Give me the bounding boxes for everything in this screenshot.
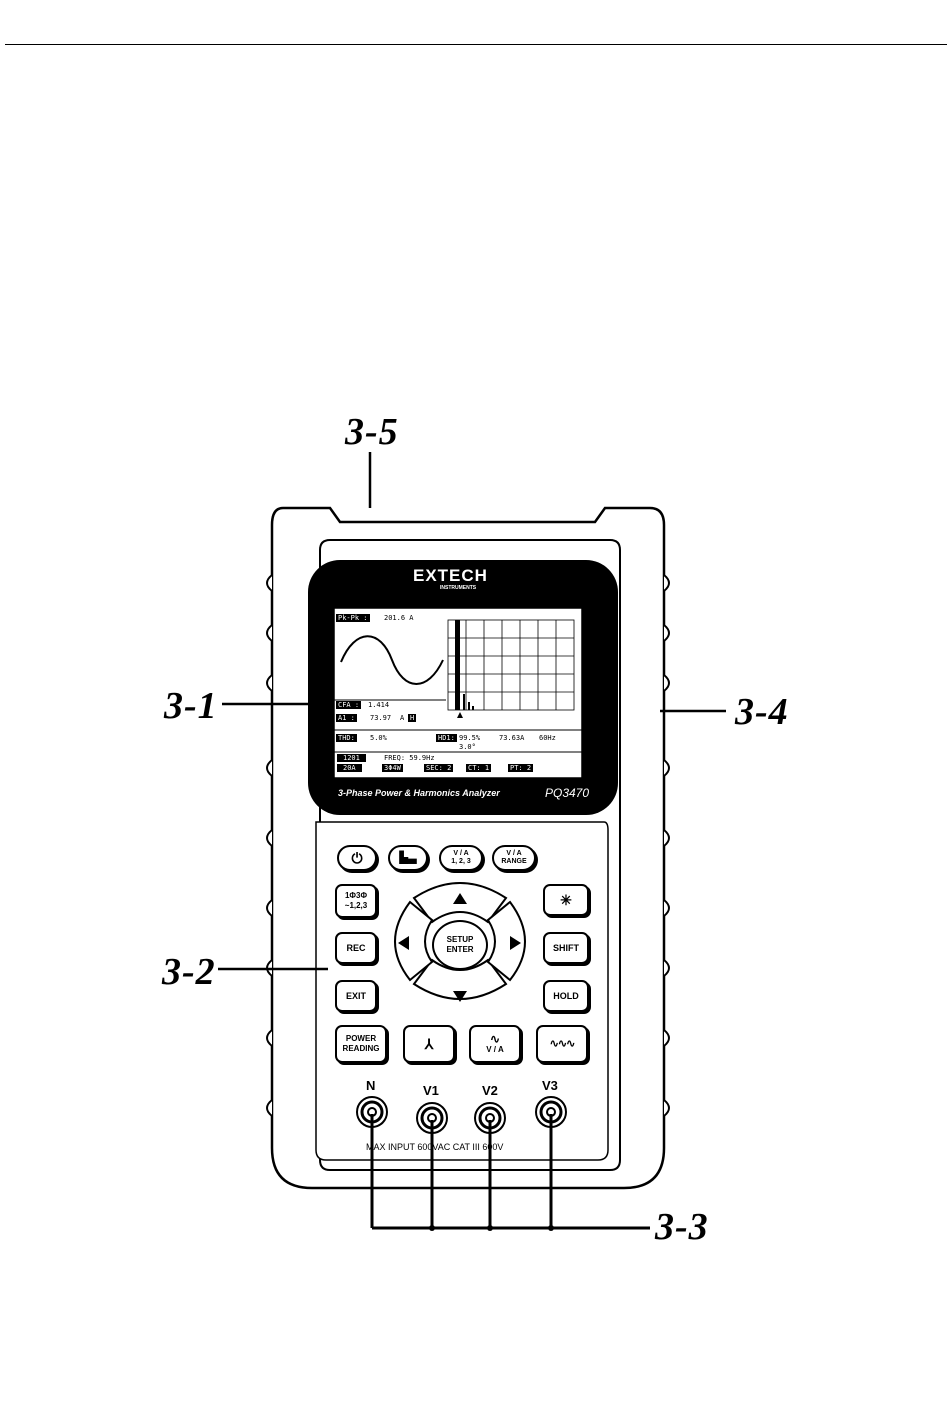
lcd-pkpk-label: Pk-Pk : bbox=[336, 614, 370, 622]
right-arrow-button[interactable] bbox=[492, 918, 528, 968]
backlight-button[interactable]: ✳ bbox=[543, 884, 589, 916]
left-arrow-button[interactable] bbox=[392, 918, 428, 968]
va-wave-button[interactable]: ∿ V / A bbox=[469, 1025, 521, 1063]
hold-button[interactable]: HOLD bbox=[543, 980, 589, 1012]
waveform-button[interactable]: ∿∿∿ bbox=[536, 1025, 588, 1063]
brand-logo: EXTECH bbox=[413, 566, 488, 585]
callout-3-3: 3-3 bbox=[655, 1206, 709, 1248]
rec-button[interactable]: REC bbox=[335, 932, 377, 964]
lcd-status-wiring: 3Φ4W bbox=[382, 764, 403, 772]
lcd-status-time: 1201 bbox=[337, 754, 366, 763]
exit-button[interactable]: EXIT bbox=[335, 980, 377, 1012]
phasor-icon: ⅄ bbox=[424, 1036, 434, 1052]
lcd-cfa-value: 1.414 bbox=[368, 701, 390, 709]
backlight-icon: ✳ bbox=[560, 892, 572, 908]
phase-select-button[interactable]: 1Φ3Φ ~1,2,3 bbox=[335, 884, 377, 918]
lcd-a1-value: 73.97 bbox=[370, 714, 392, 722]
va-123-button[interactable]: V / A 1, 2, 3 bbox=[439, 845, 483, 871]
lcd-thd-label: THD: bbox=[336, 734, 357, 742]
power-icon: ⏻ bbox=[351, 850, 363, 866]
lcd-hold-flag: H bbox=[408, 714, 417, 722]
lcd-hd1-pct: 99.5% bbox=[459, 734, 481, 742]
product-name: 3-Phase Power & Harmonics Analyzer bbox=[338, 788, 500, 798]
va-range-button[interactable]: V / A RANGE bbox=[492, 845, 536, 871]
callout-3-4: 3-4 bbox=[735, 691, 789, 733]
jack-label-n: N bbox=[366, 1078, 376, 1093]
jack-label-v3: V3 bbox=[542, 1078, 558, 1093]
harmonics-button[interactable]: ▙▃ bbox=[388, 845, 428, 871]
power-reading-button[interactable]: POWER READING bbox=[335, 1025, 387, 1063]
lcd-status-range: 20A bbox=[337, 764, 362, 773]
jack-label-v2: V2 bbox=[482, 1083, 498, 1098]
lcd-status-pt: PT: 2 bbox=[508, 764, 534, 772]
jack-label-v1: V1 bbox=[423, 1083, 439, 1098]
waveform-icon: ∿∿∿ bbox=[549, 1038, 576, 1050]
lcd-hd1-amps: 73.63A bbox=[499, 734, 525, 742]
callout-3-1: 3-1 bbox=[164, 685, 218, 727]
lcd-hd1-freq: 60Hz bbox=[539, 734, 556, 742]
callout-3-2: 3-2 bbox=[162, 951, 216, 993]
lcd-hd1-phase: 3.0° bbox=[459, 743, 476, 751]
model-number: PQ3470 bbox=[545, 786, 590, 800]
up-arrow-button[interactable] bbox=[432, 880, 488, 916]
brand-subtitle: INSTRUMENTS bbox=[440, 585, 477, 591]
callout-3-5: 3-5 bbox=[345, 411, 399, 453]
va-wave-label: V / A bbox=[486, 1045, 504, 1054]
lcd-pkpk-value: 201.6 A bbox=[384, 614, 414, 622]
down-arrow-button[interactable] bbox=[432, 968, 488, 1004]
lcd-cfa-label: CFA : bbox=[336, 701, 362, 709]
lcd-hd1-label: HD1: bbox=[436, 734, 457, 742]
sine-icon: ∿ bbox=[489, 1032, 501, 1046]
power-button[interactable]: ⏻ bbox=[337, 845, 377, 871]
header-rule bbox=[5, 44, 947, 45]
lcd-a1-label: A1 : bbox=[336, 714, 357, 722]
lcd-status-freq: FREQ: 59.9Hz bbox=[384, 754, 435, 762]
bar-graph-icon: ▙▃ bbox=[399, 852, 417, 864]
setup-enter-button[interactable]: SETUP ENTER bbox=[432, 920, 488, 970]
lcd-a1-unit: A bbox=[400, 714, 405, 722]
phasor-button[interactable]: ⅄ bbox=[403, 1025, 455, 1063]
max-input-rating: MAX INPUT 600VAC CAT III 600V bbox=[366, 1142, 504, 1152]
lcd-thd-value: 5.0% bbox=[370, 734, 387, 742]
shift-button[interactable]: SHIFT bbox=[543, 932, 589, 964]
lcd-status-sec: SEC: 2 bbox=[424, 764, 454, 772]
lcd-status-ct: CT: 1 bbox=[466, 764, 492, 772]
